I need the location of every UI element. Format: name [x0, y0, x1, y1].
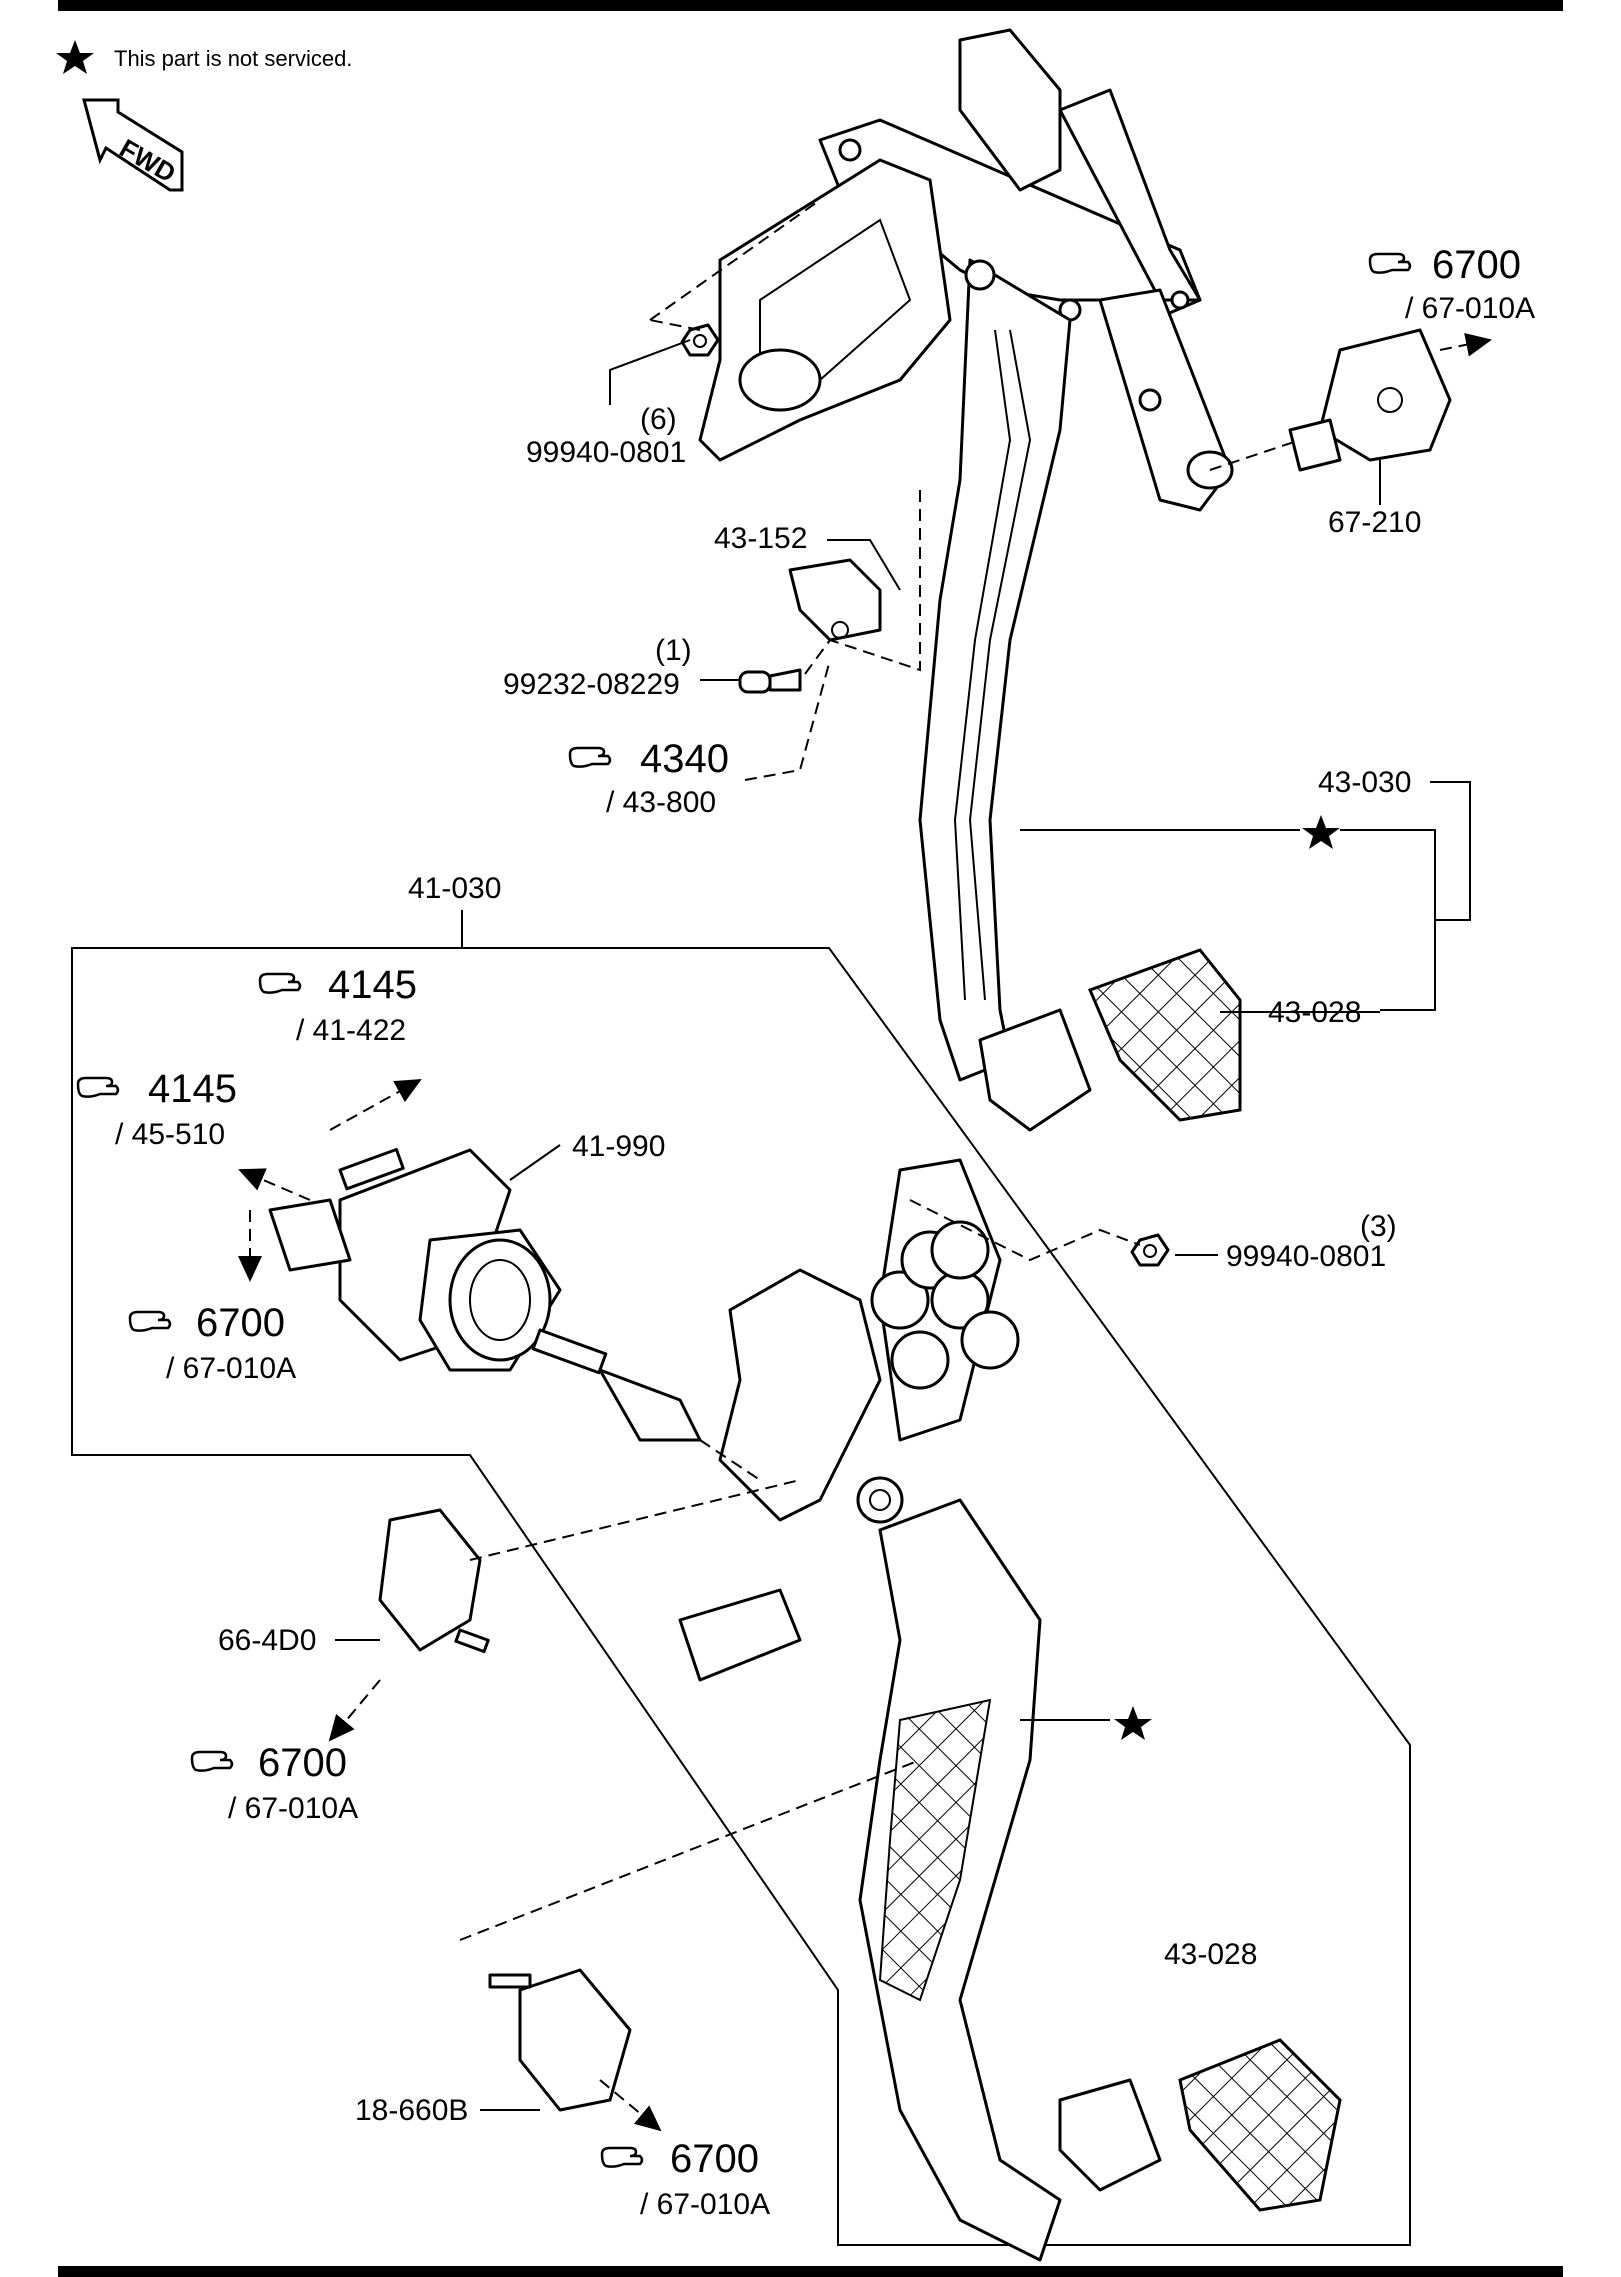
- pointing-hand-icon: [258, 972, 302, 994]
- brake-pedal-pad: [1087, 948, 1242, 1122]
- nut-mid: [1130, 1233, 1170, 1267]
- not-serviced-star-icon: [1114, 1706, 1152, 1740]
- brake-switch-67210: [1288, 328, 1452, 472]
- bottom-border: [58, 2266, 1563, 2277]
- switch-664d0: [378, 1508, 490, 1654]
- cylinder-a-ref-group[interactable]: 4145: [328, 963, 417, 1007]
- clutch-assembly-outline: [71, 947, 1411, 2246]
- nut-top-code[interactable]: 99940-0801: [526, 436, 686, 469]
- clutch-pad-code[interactable]: 43-028: [1164, 1938, 1257, 1971]
- not-serviced-star-icon: [1302, 815, 1340, 849]
- cylinder-b-ref-group[interactable]: 4145: [148, 1067, 237, 1111]
- legend: This part is not serviced.: [56, 40, 352, 74]
- pointing-hand-icon: [128, 1310, 172, 1332]
- stop-switch-ref-group[interactable]: 6700: [670, 2137, 759, 2181]
- nut-top-guide: [649, 199, 821, 321]
- master-cyl-code[interactable]: 41-990: [572, 1130, 665, 1163]
- brake-switch-ref-page[interactable]: / 67-010A: [1405, 292, 1535, 325]
- bolt-code[interactable]: 99232-08229: [503, 668, 680, 701]
- bracket-43152-code[interactable]: 43-152: [714, 522, 807, 555]
- clutch-switch-ref-group[interactable]: 6700: [258, 1741, 347, 1785]
- nut-mid-qty: (3): [1360, 1210, 1397, 1243]
- cylinder-b-ref-page[interactable]: / 45-510: [115, 1118, 225, 1151]
- clevis-ref-group[interactable]: 4340: [640, 737, 729, 781]
- pointing-hand-icon: [1368, 252, 1412, 274]
- stop-switch-ref-page[interactable]: / 67-010A: [640, 2188, 770, 2221]
- brake-pedal-bracket: [698, 28, 1234, 512]
- top-border: [58, 0, 1563, 11]
- switch-67210-code[interactable]: 67-210: [1328, 506, 1421, 539]
- pointing-hand-icon: [76, 1076, 120, 1098]
- clutch-switch-ref-page[interactable]: / 67-010A: [228, 1792, 358, 1825]
- master-cylinder-41990: [268, 1147, 702, 1442]
- pointing-hand-icon: [568, 746, 612, 768]
- clutch-pedal-pad: [1178, 2038, 1342, 2212]
- brake-pedal-code[interactable]: 43-030: [1318, 766, 1411, 799]
- legend-note: This part is not serviced.: [114, 46, 352, 71]
- connector-ref-page[interactable]: / 67-010A: [166, 1352, 296, 1385]
- star-icon: [56, 40, 94, 74]
- pointing-hand-icon: [600, 2146, 644, 2168]
- switch-18660b: [488, 1968, 632, 2112]
- pointing-hand-icon: [190, 1750, 234, 1772]
- brake-switch-ref-group[interactable]: 6700: [1432, 243, 1521, 287]
- clutch-assy-code[interactable]: 41-030: [408, 872, 501, 905]
- bolt-qty: (1): [655, 634, 692, 667]
- nut-top-qty: (6): [640, 403, 677, 436]
- switch-18660b-code[interactable]: 18-660B: [355, 2094, 468, 2127]
- nut-mid-code[interactable]: 99940-0801: [1226, 1240, 1386, 1273]
- bolt-99232: [738, 668, 802, 694]
- clutch-springs: [870, 1220, 1020, 1390]
- bracket-43152: [788, 558, 882, 642]
- clutch-pedal-arm: [858, 1498, 1162, 2262]
- brake-pad-code[interactable]: 43-028: [1268, 996, 1361, 1029]
- brake-pedal-arm: [918, 258, 1092, 1132]
- connector-ref-group[interactable]: 6700: [196, 1301, 285, 1345]
- cylinder-a-ref-page[interactable]: / 41-422: [296, 1014, 406, 1047]
- switch-664d0-code[interactable]: 66-4D0: [218, 1624, 316, 1657]
- clevis-ref-page[interactable]: / 43-800: [606, 786, 716, 819]
- fwd-arrow-icon: FWD: [82, 98, 184, 192]
